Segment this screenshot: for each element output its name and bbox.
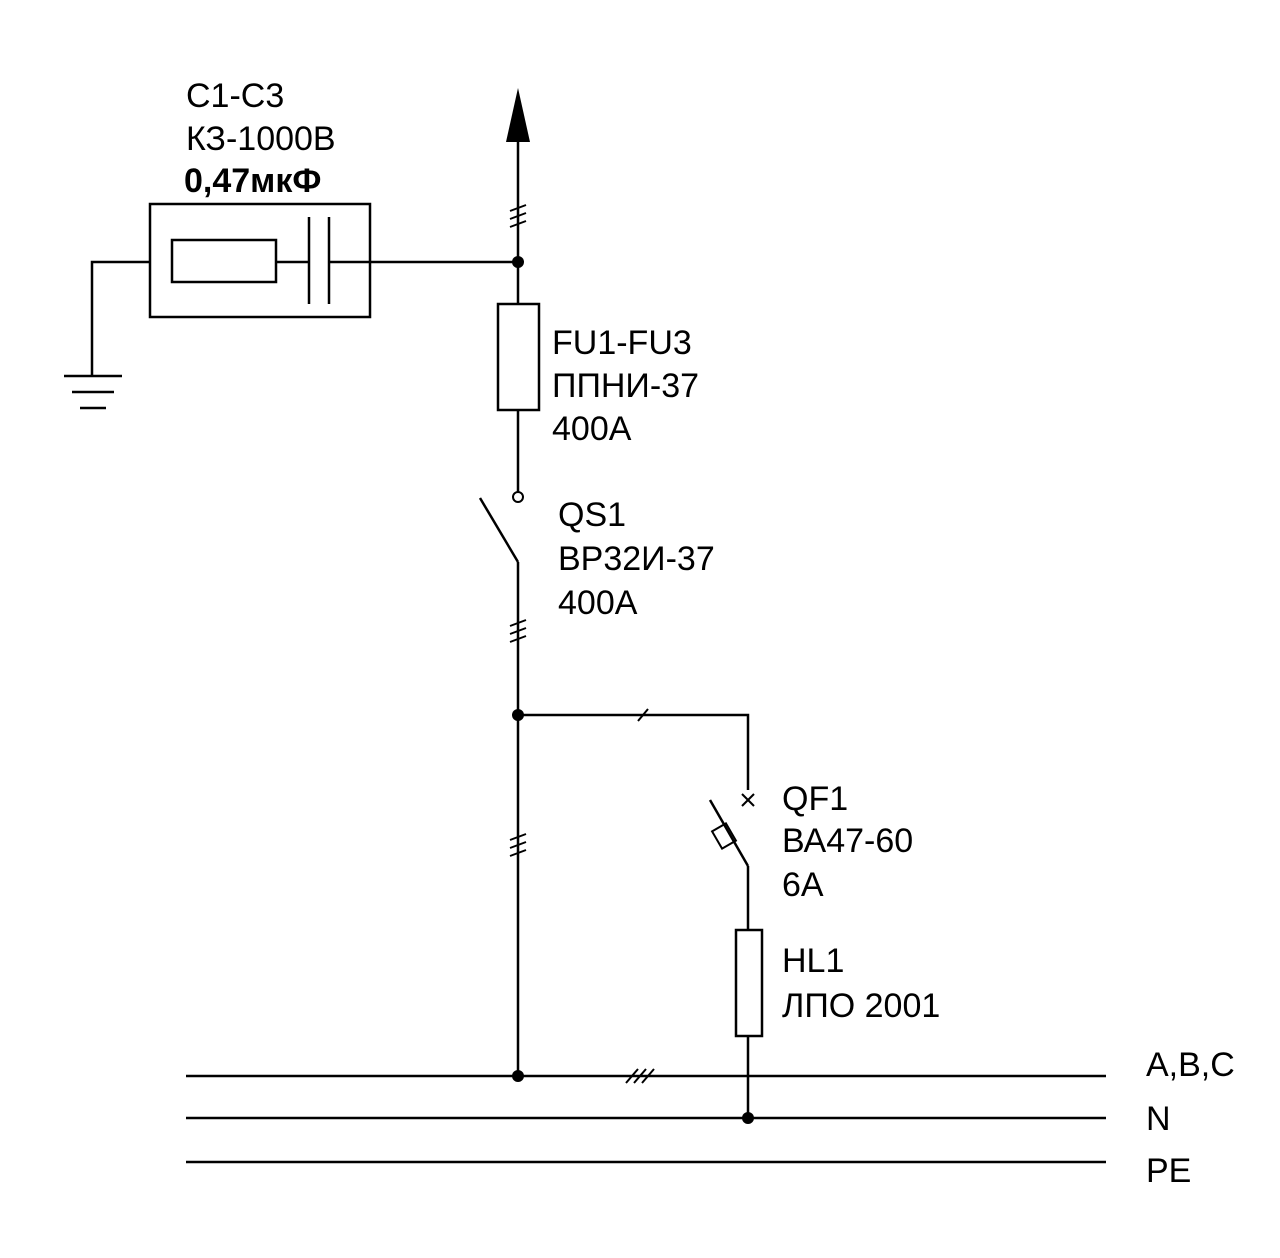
junction-bus-neutral [742, 1112, 754, 1124]
ground-connection [90, 260, 150, 375]
circuit-breaker-symbol [708, 793, 755, 930]
breaker-rating: 6А [782, 866, 824, 904]
junction-bus-phases [512, 1070, 524, 1082]
lamp-designation: HL1 [782, 942, 844, 980]
capacitor-resistor [170, 238, 278, 284]
fuse-type: ППНИ-37 [552, 367, 699, 405]
capacitor-designation: C1-C3 [186, 77, 284, 115]
breaker-type: ВА47-60 [782, 822, 913, 860]
junction-capacitor [512, 256, 524, 268]
fuse-rating: 400А [552, 410, 632, 448]
breaker-designation: QF1 [782, 780, 848, 818]
switch-designation: QS1 [558, 496, 626, 534]
supply-arrow-icon [506, 88, 530, 142]
three-phase-marker-bus [625, 1068, 655, 1084]
three-phase-marker-switch [509, 619, 527, 643]
switch-rating: 400А [558, 584, 638, 622]
lamp-type: ЛПО 2001 [782, 987, 940, 1025]
bus-neutral-label: N [1146, 1100, 1171, 1138]
bus-pe-label: PE [1146, 1152, 1191, 1190]
ground-symbol [64, 374, 122, 410]
fuse-symbol [496, 302, 541, 412]
lamp-symbol [734, 928, 764, 1038]
single-phase-marker [637, 708, 649, 722]
switch-type: ВР32И-37 [558, 540, 715, 578]
three-phase-marker-middle [509, 833, 527, 857]
fuse-designation: FU1-FU3 [552, 324, 692, 362]
disconnect-switch-symbol [478, 491, 524, 563]
three-phase-marker-top [509, 204, 527, 228]
capacitor-type: КЗ-1000В [186, 120, 336, 158]
bus-phases-label: A,B,C [1146, 1046, 1235, 1084]
capacitor-assembly [148, 202, 518, 319]
capacitor-value: 0,47мкФ [184, 162, 321, 200]
branch-wire [518, 713, 750, 790]
